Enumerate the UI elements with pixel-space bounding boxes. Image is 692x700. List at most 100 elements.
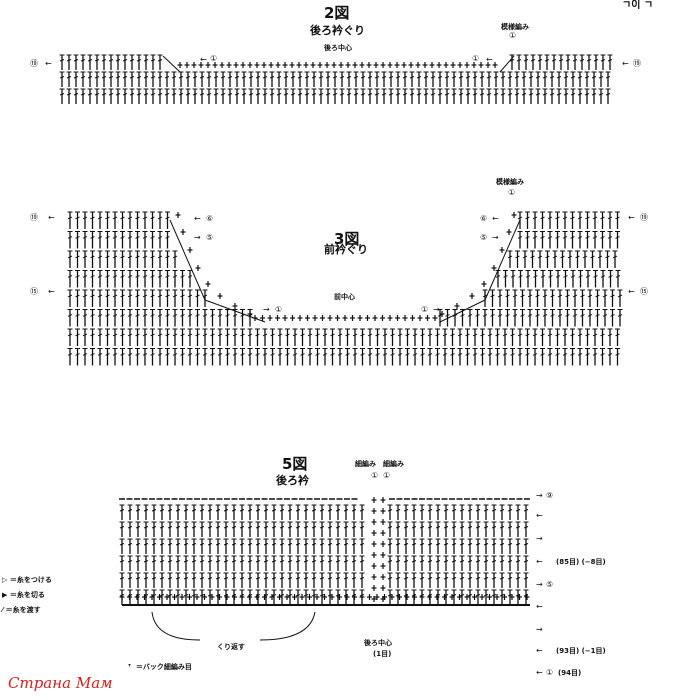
fig3-row15-right: ⑮ bbox=[640, 287, 648, 296]
stitch-slash bbox=[287, 526, 293, 529]
stitch-slash bbox=[247, 560, 253, 563]
stitch-slash bbox=[90, 275, 95, 278]
stitch-slash bbox=[127, 294, 133, 298]
stitch-slash bbox=[451, 93, 457, 96]
stitch-slash bbox=[82, 314, 88, 317]
arrow-left: ← bbox=[492, 214, 499, 223]
stitch-slash bbox=[582, 255, 588, 259]
stitch-slash bbox=[122, 93, 128, 96]
stitch-slash bbox=[239, 543, 245, 546]
stitch-slash bbox=[167, 509, 173, 512]
stitch-slash bbox=[405, 353, 410, 356]
stitch-slash bbox=[600, 275, 606, 278]
stitch-slash bbox=[215, 526, 221, 529]
stitch-slash bbox=[105, 294, 110, 298]
stitch-slash bbox=[119, 543, 125, 546]
join-yarn-icon: ▷ bbox=[2, 576, 8, 584]
back-sc-icon: ᵀ bbox=[128, 663, 132, 671]
stitch-slash bbox=[457, 353, 463, 356]
stitch-slash bbox=[435, 353, 440, 356]
stitch-slash bbox=[615, 216, 620, 220]
stitch-slash bbox=[262, 333, 268, 337]
fig3-row5-left: ⑤ bbox=[206, 233, 214, 242]
carry-yarn-icon: ⁄ bbox=[2, 606, 4, 614]
stitch-slash bbox=[167, 577, 173, 580]
stitch-slash bbox=[395, 577, 401, 580]
stitch-slash bbox=[495, 275, 501, 278]
stitch-slash bbox=[598, 93, 604, 96]
stitch-slash bbox=[515, 543, 521, 546]
stitch-slash bbox=[600, 216, 605, 220]
fig5-sc-label-left: 細編み bbox=[355, 460, 376, 468]
stitch-slash bbox=[427, 577, 433, 580]
stitch-slash bbox=[595, 294, 600, 298]
stitch-slash bbox=[143, 76, 149, 79]
stitch-slash bbox=[87, 76, 93, 79]
arrow-left: ← bbox=[536, 668, 543, 677]
stitch-slash bbox=[105, 216, 110, 220]
stitch-slash bbox=[472, 76, 478, 79]
stitch-slash bbox=[517, 236, 523, 239]
stitch-slash bbox=[507, 76, 513, 79]
stitch-slash bbox=[585, 275, 591, 278]
stitch-slash bbox=[262, 93, 268, 96]
stitch-slash bbox=[217, 314, 223, 317]
stitch-slash bbox=[467, 594, 473, 597]
stitch-slash bbox=[143, 543, 149, 546]
stitch-slash bbox=[411, 577, 417, 580]
stitch-slash bbox=[255, 93, 261, 96]
stitch-slash bbox=[112, 236, 118, 239]
stitch-slash bbox=[480, 333, 485, 337]
stitch-slash bbox=[240, 333, 245, 337]
stitch-slash bbox=[502, 333, 508, 337]
stitch-slash bbox=[465, 93, 471, 96]
stitch-slash bbox=[487, 353, 493, 356]
stitch-slash bbox=[585, 353, 590, 356]
fig3-center-label: 前中心 bbox=[334, 293, 355, 301]
stitch-slash bbox=[409, 76, 415, 79]
stitch-slash bbox=[303, 594, 309, 597]
stitch-slash bbox=[542, 294, 548, 298]
stitch-slash bbox=[135, 236, 140, 239]
stitch-slash bbox=[135, 509, 141, 512]
stitch-slash bbox=[359, 560, 365, 563]
stitch-slash bbox=[319, 577, 325, 580]
stitch-slash bbox=[605, 93, 611, 96]
stitch-slash bbox=[319, 543, 325, 546]
stitch-slash bbox=[512, 294, 518, 298]
stitch-slash bbox=[127, 353, 133, 356]
stitch-slash bbox=[199, 543, 205, 546]
stitch-slash bbox=[195, 333, 200, 337]
stitch-slash bbox=[527, 314, 533, 317]
stitch-slash bbox=[343, 509, 349, 512]
stitch-slash bbox=[335, 509, 341, 512]
stitch-slash bbox=[578, 275, 583, 278]
legend-item-cut: ▶ ＝糸を切る bbox=[2, 592, 45, 599]
stitch-slash bbox=[232, 314, 238, 317]
stitch-slash bbox=[276, 76, 282, 79]
stitch-slash bbox=[540, 216, 545, 220]
stitch-slash bbox=[285, 353, 290, 356]
stitch-slash bbox=[142, 353, 148, 356]
stitch-slash bbox=[562, 236, 568, 239]
stitch-slash bbox=[165, 255, 170, 259]
stitch-slash bbox=[381, 93, 387, 96]
stitch-slash bbox=[151, 560, 157, 563]
stitch-slash bbox=[467, 560, 473, 563]
stitch-slash bbox=[120, 333, 125, 337]
stitch-slash bbox=[127, 275, 133, 278]
fig5-row1-a: ① bbox=[371, 471, 379, 480]
stitch-slash bbox=[180, 275, 185, 278]
stitch-slash bbox=[199, 560, 205, 563]
stitch-slash bbox=[607, 59, 613, 62]
arrow-left: ← bbox=[622, 59, 629, 68]
stitch-slash bbox=[271, 577, 277, 580]
stitch-slash bbox=[387, 526, 393, 529]
stitch-slash bbox=[231, 577, 237, 580]
stitch-slash bbox=[120, 255, 125, 259]
stitch-slash bbox=[579, 59, 585, 62]
arrow-left: ← bbox=[200, 55, 207, 64]
stitch-slash bbox=[514, 76, 520, 79]
stitch-slash bbox=[507, 560, 513, 563]
